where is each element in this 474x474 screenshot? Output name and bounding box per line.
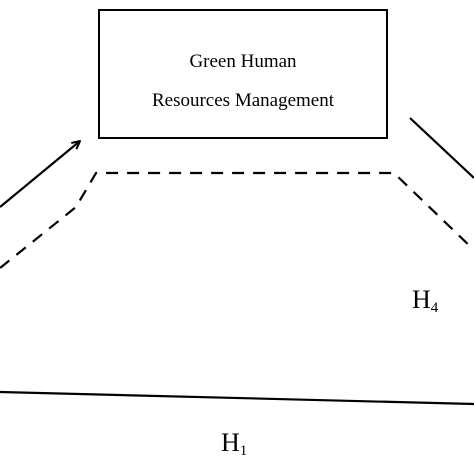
path-direct-effect <box>0 390 474 406</box>
hypothesis-label-h1: H1 <box>221 430 247 459</box>
path-line-from-mediator <box>409 117 474 179</box>
path-arrow-to-mediator <box>0 141 80 208</box>
dashed-indirect-path <box>0 171 474 269</box>
mediator-box: Green Human Resources Management <box>98 9 388 139</box>
hypothesis-label-h4: H4 <box>412 287 438 316</box>
hypothesis-h4-index: 4 <box>430 300 439 316</box>
hypothesis-h1-letter: H <box>221 428 240 457</box>
hypothesis-h1-index: 1 <box>239 443 248 459</box>
hypothesis-h4-letter: H <box>412 285 431 314</box>
mediator-label-line-1: Green Human <box>189 51 297 72</box>
mediator-label-line-2: Resources Management <box>151 90 335 111</box>
